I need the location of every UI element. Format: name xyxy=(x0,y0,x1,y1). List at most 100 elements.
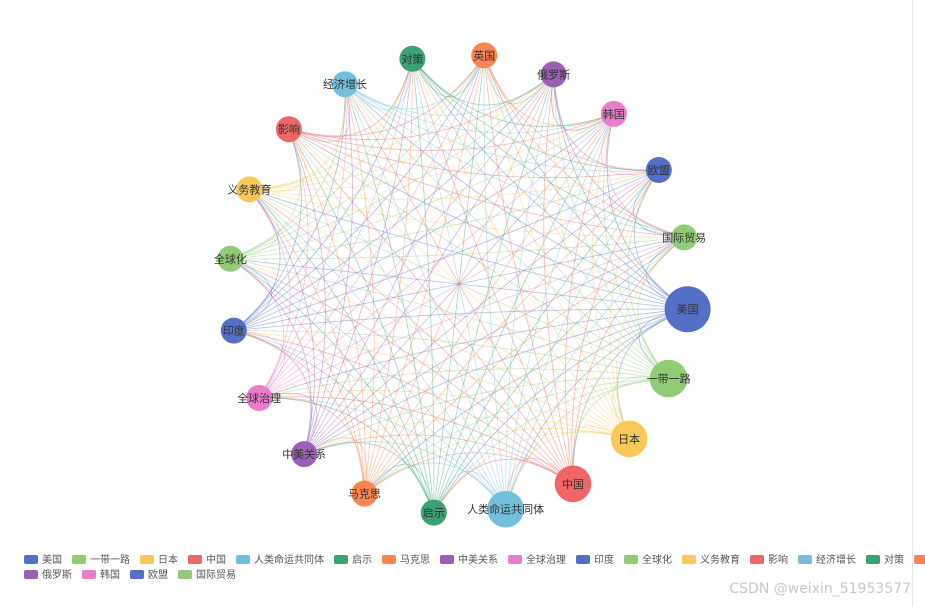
legend-swatch[interactable] xyxy=(798,555,812,564)
legend-item[interactable]: 日本 xyxy=(140,553,178,566)
legend-item[interactable]: 全球化 xyxy=(624,553,672,566)
graph-node-circle[interactable] xyxy=(420,499,447,526)
legend-item[interactable]: 俄罗斯 xyxy=(24,568,72,581)
graph-link xyxy=(505,74,554,510)
legend-swatch[interactable] xyxy=(72,555,86,564)
graph-node[interactable]: 经济增长 xyxy=(323,71,367,98)
legend-item[interactable]: 义务教育 xyxy=(682,553,740,566)
graph-node[interactable]: 俄罗斯 xyxy=(537,61,570,88)
graph-node[interactable]: 影响 xyxy=(275,116,302,143)
legend-item[interactable]: 影响 xyxy=(750,553,788,566)
graph-node-circle[interactable] xyxy=(664,286,711,333)
graph-node-circle[interactable] xyxy=(399,45,426,72)
graph-link xyxy=(483,55,554,105)
legend-label: 欧盟 xyxy=(148,569,168,581)
graph-node-circle[interactable] xyxy=(610,420,648,458)
legend-label: 中国 xyxy=(206,553,226,566)
legend-swatch[interactable] xyxy=(188,555,202,564)
legend-item[interactable]: 马克思 xyxy=(382,554,430,566)
graph-node-circle[interactable] xyxy=(236,176,263,203)
graph-node-circle[interactable] xyxy=(645,157,672,183)
graph-node-circle[interactable] xyxy=(487,490,524,528)
graph-link xyxy=(304,441,435,513)
graph-node[interactable]: 义务教育 xyxy=(227,176,271,203)
graph-node[interactable]: 马克思 xyxy=(348,480,381,507)
graph-node-circle[interactable] xyxy=(291,441,318,468)
graph-node[interactable]: 美国 xyxy=(664,286,711,333)
graph-node[interactable]: 对策 xyxy=(399,45,426,72)
legend-item[interactable]: 英国 xyxy=(914,553,925,566)
legend-item[interactable]: 经济增长 xyxy=(798,553,856,566)
legend-swatch[interactable] xyxy=(382,555,396,564)
graph-node-circle[interactable] xyxy=(471,42,498,69)
legend-label: 全球化 xyxy=(642,553,672,566)
legend-label: 马克思 xyxy=(400,554,430,566)
legend-item[interactable]: 启示 xyxy=(334,553,372,566)
legend-swatch[interactable] xyxy=(236,555,250,564)
graph-node[interactable]: 中美关系 xyxy=(282,441,326,468)
graph-node-circle[interactable] xyxy=(540,61,567,88)
graph-node-circle[interactable] xyxy=(649,359,688,398)
graph-node-circle[interactable] xyxy=(671,224,698,251)
graph-link xyxy=(606,113,688,310)
graph-node[interactable]: 一带一路 xyxy=(647,359,691,398)
legend-swatch[interactable] xyxy=(866,555,880,564)
graph-node-circle[interactable] xyxy=(246,385,273,411)
graph-node-circle[interactable] xyxy=(332,71,358,98)
graph-node-circle[interactable] xyxy=(217,245,244,272)
legend-item[interactable]: 人类命运共同体 xyxy=(236,553,324,566)
graph-node-label: 欧盟 xyxy=(648,164,670,177)
graph-link xyxy=(505,169,660,510)
graph-link xyxy=(233,74,554,331)
graph-link xyxy=(288,58,413,137)
graph-node[interactable]: 国际贸易 xyxy=(662,224,706,251)
legend-swatch[interactable] xyxy=(682,555,696,564)
graph-node-circle[interactable] xyxy=(351,480,378,507)
legend-item[interactable]: 中美关系 xyxy=(440,553,498,566)
legend-swatch[interactable] xyxy=(440,555,454,564)
legend-item[interactable]: 全球治理 xyxy=(508,553,566,566)
legend-item[interactable]: 美国 xyxy=(24,553,62,566)
graph-link xyxy=(249,169,659,200)
legend-swatch[interactable] xyxy=(334,555,348,564)
legend-item[interactable]: 韩国 xyxy=(82,568,120,581)
graph-node[interactable]: 启示 xyxy=(420,499,447,526)
graph-link xyxy=(412,58,659,171)
graph-node[interactable]: 日本 xyxy=(610,420,648,458)
graph-node-circle[interactable] xyxy=(275,116,302,143)
legend-item[interactable]: 印度 xyxy=(576,553,614,566)
legend-item[interactable]: 中国 xyxy=(188,553,226,566)
legend-swatch[interactable] xyxy=(178,570,192,579)
legend-swatch[interactable] xyxy=(24,555,38,564)
legend-swatch[interactable] xyxy=(24,570,38,579)
legend-swatch[interactable] xyxy=(914,555,925,564)
graph-link xyxy=(600,113,659,176)
graph-node[interactable]: 全球治理 xyxy=(237,385,281,411)
graph-node-circle[interactable] xyxy=(554,465,592,503)
legend-item[interactable]: 对策 xyxy=(866,553,904,566)
graph-link xyxy=(364,58,413,494)
graph-node-circle[interactable] xyxy=(600,100,627,127)
legend-swatch[interactable] xyxy=(576,555,590,564)
legend-item[interactable]: 一带一路 xyxy=(72,553,130,566)
legend-label: 日本 xyxy=(158,553,178,566)
graph-node[interactable]: 韩国 xyxy=(600,100,627,127)
graph-node[interactable]: 全球化 xyxy=(214,245,247,272)
graph-node[interactable]: 英国 xyxy=(471,42,498,69)
legend-swatch[interactable] xyxy=(750,555,764,564)
legend-swatch[interactable] xyxy=(140,555,154,564)
graph-link xyxy=(230,169,659,260)
legend-swatch[interactable] xyxy=(624,555,638,564)
legend-swatch[interactable] xyxy=(82,570,96,579)
legend-swatch[interactable] xyxy=(130,570,144,579)
graph-node[interactable]: 中国 xyxy=(554,465,592,503)
graph-link xyxy=(259,390,630,440)
graph-node[interactable]: 印度 xyxy=(220,317,247,344)
legend-item[interactable]: 国际贸易 xyxy=(178,569,236,581)
graph-node-circle[interactable] xyxy=(220,317,247,344)
graph-node[interactable]: 欧盟 xyxy=(645,157,672,183)
graph-node[interactable]: 人类命运共同体 xyxy=(467,490,544,528)
legend-swatch[interactable] xyxy=(508,555,522,564)
graph-link xyxy=(412,58,630,440)
legend-item[interactable]: 欧盟 xyxy=(130,569,168,581)
